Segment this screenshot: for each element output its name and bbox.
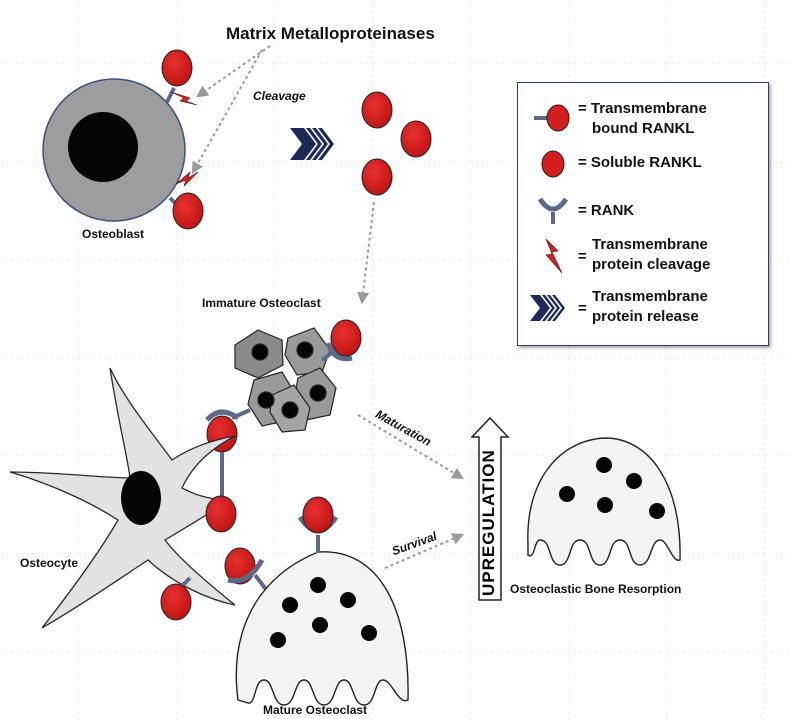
legend-item-rank: = RANK — [518, 195, 768, 225]
legend-line: = Transmembrane — [578, 100, 707, 117]
immature-osteoclast-cluster — [234, 327, 337, 433]
legend-text: = Transmembrane bound RANKL — [578, 99, 707, 139]
legend-prefix: = — [578, 300, 587, 317]
resorbing-osteoclast-cell — [527, 437, 681, 566]
maturation-arrow — [357, 414, 465, 480]
legend-item-transmembrane-rankl: = Transmembrane bound RANKL — [518, 95, 768, 143]
legend-item-release: = Transmembrane protein release — [518, 285, 768, 333]
legend-line: Transmembrane — [592, 236, 708, 253]
soluble-rankl-icon — [541, 150, 565, 178]
legend-line: protein cleavage — [592, 256, 711, 273]
legend-box: = Transmembrane bound RANKL = Soluble RA… — [517, 82, 769, 346]
osteoblast-cell — [42, 78, 186, 222]
legend-line: bound RANKL — [592, 120, 695, 137]
release-chevron-icon — [530, 295, 565, 321]
mature-osteoclast-label: Mature Osteoclast — [263, 703, 368, 717]
legend-text: = Soluble RANKL — [578, 154, 702, 171]
osteocyte-label: Osteocyte — [20, 556, 79, 570]
osteocyte-rankl-1 — [205, 452, 237, 533]
upregulation-label: UPREGULATION — [479, 449, 498, 596]
legend-text: = Transmembrane protein cleavage — [578, 235, 710, 275]
osteocyte-cell — [9, 367, 236, 629]
immature-rank-right — [320, 319, 362, 362]
osteoblast-rankl-top — [161, 49, 193, 103]
legend-text: = Transmembrane protein release — [578, 287, 708, 327]
bone-resorption-label: Osteoclastic Bone Resorption — [510, 582, 682, 596]
cleavage-bolt-icon — [545, 238, 563, 274]
upregulation-arrow — [470, 416, 510, 601]
release-chevron-icon — [290, 128, 334, 160]
osteocyte-rankl-2 — [160, 576, 192, 621]
mmp-arrow-2 — [191, 49, 263, 175]
mmp-arrow-1 — [196, 45, 271, 98]
immature-osteoclast-label: Immature Osteoclast — [202, 296, 321, 310]
mmp-label: Matrix Metalloproteinases — [226, 24, 435, 43]
legend-line: Transmembrane — [592, 288, 708, 305]
soluble-rankl-cluster — [361, 91, 432, 196]
rank-receptor-icon — [537, 197, 569, 224]
legend-prefix: = — [578, 248, 587, 265]
transmembrane-rankl-icon — [534, 104, 570, 132]
cleavage-label: Cleavage — [253, 89, 306, 103]
mature-osteoclast-cell — [235, 551, 409, 706]
legend-line: protein release — [592, 308, 699, 325]
osteoblast-label: Osteoblast — [82, 227, 145, 241]
mature-rank-rankl — [297, 496, 339, 553]
legend-text: = RANK — [578, 202, 635, 219]
cleavage-bolt-icon — [170, 91, 198, 106]
legend-item-cleavage: = Transmembrane protein cleavage — [518, 233, 768, 281]
survival-arrow — [384, 533, 465, 569]
osteoblast-rankl-bottom — [168, 192, 204, 230]
soluble-to-immature-arrow — [357, 201, 375, 305]
legend-item-soluble-rankl: = Soluble RANKL — [518, 147, 768, 183]
osteocyte-rankl-3 — [224, 547, 270, 594]
